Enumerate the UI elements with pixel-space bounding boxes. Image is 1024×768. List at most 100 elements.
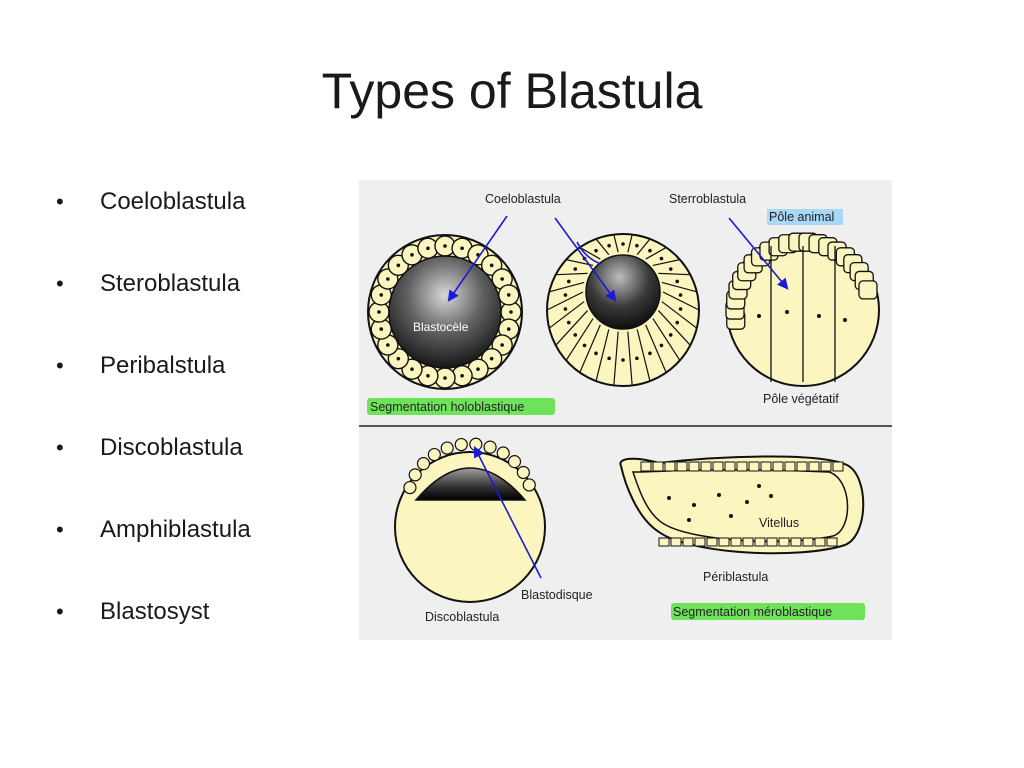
label-segmentation-meroblastique: Segmentation méroblastique <box>673 605 832 619</box>
cell-wall <box>565 318 594 361</box>
nucleus <box>426 373 430 378</box>
cell <box>826 537 838 547</box>
bullet-list: • Coeloblastula • Steroblastula • Peribalst… <box>56 180 346 672</box>
bullet-text: Peribalstula <box>100 352 226 379</box>
cell <box>724 461 736 472</box>
cell-wall <box>645 324 667 373</box>
nucleus <box>757 314 761 318</box>
cell <box>706 537 718 547</box>
nucleus <box>443 244 447 248</box>
cell <box>688 461 700 472</box>
arrow-curve <box>576 241 602 265</box>
nucleus <box>426 246 430 251</box>
cell <box>403 480 417 495</box>
cell <box>440 441 454 455</box>
nucleus <box>377 310 381 314</box>
nucleus <box>573 267 578 271</box>
periblastula-figure <box>619 455 865 555</box>
nucleus <box>396 356 401 361</box>
cell <box>682 537 694 547</box>
highlight-segmentation-holoblastique <box>367 398 555 415</box>
bullet-text: Coeloblastula <box>100 188 246 215</box>
cell <box>772 461 784 472</box>
cell <box>516 465 530 480</box>
nucleus <box>594 351 598 356</box>
label-vitellus: Vitellus <box>759 516 799 530</box>
slide-title: Types of Blastula <box>321 63 703 119</box>
label-sterroblastula: Sterroblastula <box>669 192 746 206</box>
cell-wall <box>595 329 610 382</box>
nucleus <box>769 494 773 498</box>
cell <box>760 461 772 472</box>
label-coeloblastula: Coeloblastula <box>485 192 561 206</box>
cell-wall <box>546 291 584 311</box>
cell-wall <box>555 272 588 276</box>
cell <box>694 537 706 547</box>
nucleus <box>594 248 598 253</box>
bullet-text: Steroblastula <box>100 270 241 297</box>
cell <box>658 537 670 547</box>
radial-blastula-figure <box>546 233 700 387</box>
cell <box>766 537 778 547</box>
nucleus <box>410 253 414 257</box>
nucleus <box>692 503 696 507</box>
bullet-icon: • <box>56 517 64 542</box>
nucleus <box>489 263 494 268</box>
cell-wall <box>662 291 700 311</box>
cell <box>808 461 820 472</box>
nucleus <box>563 293 568 297</box>
cell-wall <box>627 331 633 386</box>
nucleus <box>659 343 664 348</box>
cell <box>496 446 510 460</box>
cell <box>427 447 441 462</box>
nucleus <box>566 320 571 325</box>
highlight-pole-animal <box>767 209 843 225</box>
bullet-icon: • <box>56 599 64 624</box>
cell <box>790 537 802 547</box>
cell <box>820 461 832 472</box>
cell-wall <box>658 272 691 276</box>
cell <box>652 461 664 472</box>
cell <box>778 537 790 547</box>
cell <box>700 461 712 472</box>
nucleus <box>476 367 480 371</box>
bullet-icon: • <box>56 189 64 214</box>
cell <box>736 461 748 472</box>
nucleus <box>506 327 511 331</box>
cell-wall <box>595 238 610 255</box>
cell <box>754 537 766 547</box>
cell-wall <box>613 331 619 386</box>
nucleus <box>460 373 464 378</box>
cell <box>676 461 688 472</box>
nucleus <box>667 496 671 500</box>
nucleus <box>648 351 652 356</box>
nucleus <box>717 493 721 497</box>
list-item: •Discoblastula <box>56 426 346 508</box>
cell-wall <box>549 281 585 293</box>
cell <box>784 461 796 472</box>
list-item: •Amphiblastula <box>56 508 346 590</box>
nucleus <box>817 314 821 318</box>
nucleus <box>668 267 673 271</box>
arrow-sterroblastula <box>728 217 789 290</box>
arrow-coeloblastula-2 <box>554 217 617 302</box>
cell <box>664 461 676 472</box>
nucleus <box>506 293 511 297</box>
cell <box>796 461 808 472</box>
nucleus <box>410 367 414 371</box>
bullet-text: Discoblastula <box>100 434 243 461</box>
nucleus <box>675 320 680 325</box>
label-blastodisque: Blastodisque <box>521 588 593 602</box>
nucleus <box>396 263 401 268</box>
nucleus <box>582 343 587 348</box>
cell-wall <box>636 329 651 382</box>
nucleus <box>729 514 733 518</box>
cell-wall <box>652 318 681 361</box>
nucleus <box>379 327 384 331</box>
nucleus <box>379 293 384 297</box>
nucleus <box>678 293 683 297</box>
nucleus <box>509 310 513 314</box>
cell <box>748 461 760 472</box>
nucleus <box>500 277 504 281</box>
cell <box>832 461 844 472</box>
